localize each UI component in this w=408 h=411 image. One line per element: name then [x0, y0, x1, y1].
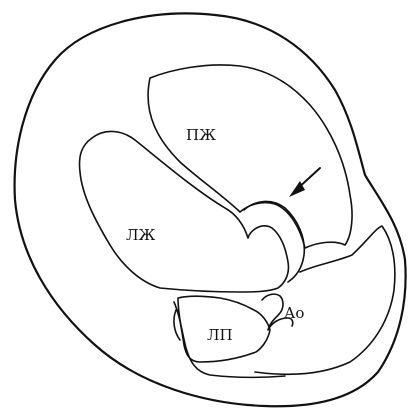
heart-outer-contour	[15, 13, 406, 406]
label-aorta: Ао	[284, 304, 304, 322]
interventricular-septum-edge	[244, 201, 304, 282]
label-right-ventricle: ПЖ	[186, 126, 216, 144]
label-left-ventricle: ЛЖ	[126, 226, 156, 244]
label-left-atrium: ЛП	[207, 326, 233, 344]
right-inner-wall	[255, 226, 395, 374]
right-ventricle-cavity	[148, 65, 352, 248]
left-ventricle-cavity	[80, 131, 289, 292]
arrow-pointer-icon	[289, 168, 320, 197]
